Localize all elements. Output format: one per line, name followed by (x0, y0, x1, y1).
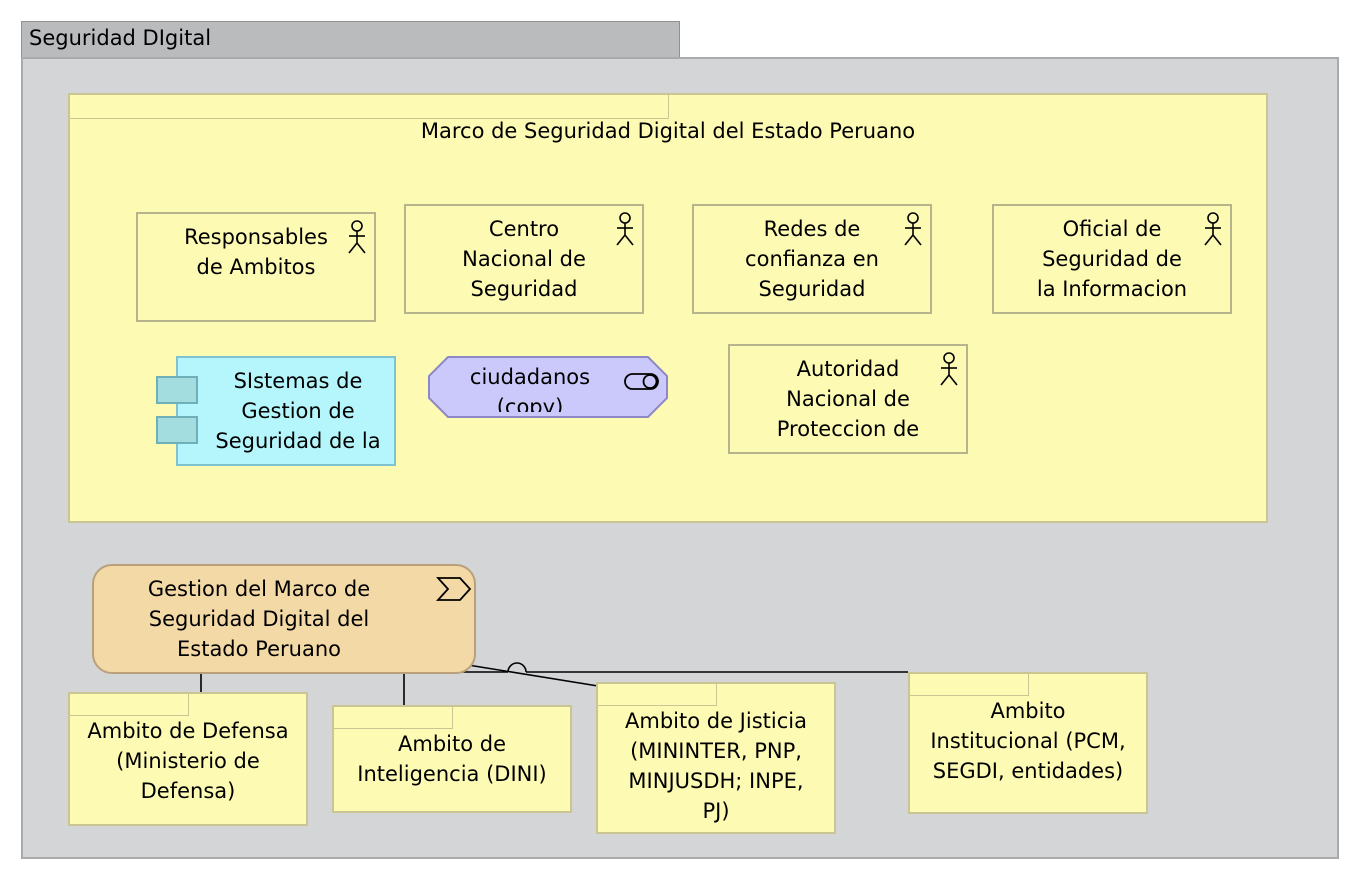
scope-institucional[interactable]: Ambito Institucional (PCM, SEGDI, entida… (908, 672, 1148, 814)
component-label-line: SIstemas de (233, 369, 363, 393)
service-label-line: ciudadanos (469, 365, 591, 389)
actor-label-line: Proteccion de (776, 417, 920, 441)
scope-label-line: Ambito de (398, 732, 506, 756)
scope-label-line: MINJUSDH; INPE, (628, 769, 804, 793)
scope-label-line: Institucional (PCM, (930, 729, 1126, 753)
actor-icon (940, 352, 958, 386)
actor-label-line: Centro (488, 217, 560, 241)
function-label-line: Gestion del Marco de (147, 577, 371, 601)
scope-label: Ambito de Defensa (Ministerio de Defensa… (70, 716, 306, 806)
framework-group-tab (70, 95, 669, 119)
scope-tab (910, 674, 1029, 696)
actor-label-line: Seguridad de (1042, 247, 1182, 271)
actor-label-line: confianza en (745, 247, 879, 271)
scope-label-line: Inteligencia (DINI) (357, 762, 547, 786)
scope-tab (598, 684, 717, 706)
actor-icon (616, 212, 634, 246)
service-label: ciudadanos (copy) (440, 362, 620, 412)
scope-label-line: Ambito de Defensa (87, 719, 289, 743)
application-component-sistemas[interactable]: SIstemas de Gestion de Seguridad de la (176, 356, 396, 466)
scope-label: Ambito Institucional (PCM, SEGDI, entida… (910, 696, 1146, 786)
scope-label-line: (MININTER, PNP, (630, 739, 802, 763)
scope-label: Ambito de Jisticia (MININTER, PNP, MINJU… (598, 706, 834, 826)
actor-centro-nacional[interactable]: Centro Nacional de Seguridad (404, 204, 644, 314)
service-ciudadanos-shape[interactable] (428, 356, 668, 418)
relationship-line (467, 664, 599, 687)
scope-label-line: PJ) (702, 799, 730, 823)
actor-label-line: Autoridad (796, 357, 900, 381)
scope-label-line: SEGDI, entidades) (932, 759, 1124, 783)
actor-autoridad-nacional[interactable]: Autoridad Nacional de Proteccion de (728, 344, 968, 454)
outer-group-tab[interactable]: Seguridad DIgital (21, 21, 680, 58)
business-function-gestion[interactable]: Gestion del Marco de Seguridad Digital d… (92, 564, 476, 674)
actor-label-line: Responsables (184, 225, 328, 249)
actor-label-line: Seguridad (758, 277, 866, 301)
component-icon (156, 376, 198, 404)
outer-group-title: Seguridad DIgital (29, 26, 212, 50)
actor-label-line: de Ambitos (196, 255, 316, 279)
function-label-line: Estado Peruano (177, 637, 341, 661)
service-label-line: (copy) (496, 395, 564, 412)
scope-tab (70, 694, 189, 716)
function-icon (436, 577, 472, 601)
scope-label: Ambito de Inteligencia (DINI) (334, 729, 570, 789)
scope-justicia[interactable]: Ambito de Jisticia (MININTER, PNP, MINJU… (596, 682, 836, 834)
scope-tab (334, 707, 453, 729)
relationship-line-hop (507, 662, 527, 673)
actor-oficial-seguridad[interactable]: Oficial de Seguridad de la Informacion (992, 204, 1232, 314)
scope-label-line: Ambito (990, 699, 1066, 723)
framework-group-title: Marco de Seguridad Digital del Estado Pe… (420, 119, 916, 143)
component-label-line: Seguridad de la (215, 429, 381, 453)
function-label-line: Seguridad Digital del (148, 607, 370, 631)
scope-defensa[interactable]: Ambito de Defensa (Ministerio de Defensa… (68, 692, 308, 826)
scope-inteligencia[interactable]: Ambito de Inteligencia (DINI) (332, 705, 572, 813)
actor-icon (904, 212, 922, 246)
scope-label-line: (Ministerio de (116, 749, 260, 773)
actor-label-line: la Informacion (1036, 277, 1188, 301)
actor-label-line: Oficial de (1062, 217, 1162, 241)
actor-icon (348, 220, 366, 254)
actor-label-line: Nacional de (786, 387, 910, 411)
actor-icon (1204, 212, 1222, 246)
scope-label-line: Ambito de Jisticia (625, 709, 807, 733)
actor-responsables[interactable]: Responsables de Ambitos (136, 212, 376, 322)
scope-label-line: Defensa) (140, 779, 236, 803)
actor-label-line: Redes de (763, 217, 861, 241)
actor-redes-confianza[interactable]: Redes de confianza en Seguridad (692, 204, 932, 314)
actor-label-line: Seguridad (470, 277, 578, 301)
actor-label-line: Nacional de (462, 247, 586, 271)
service-icon (624, 373, 659, 390)
component-icon (156, 416, 198, 444)
component-label-line: Gestion de (241, 399, 355, 423)
